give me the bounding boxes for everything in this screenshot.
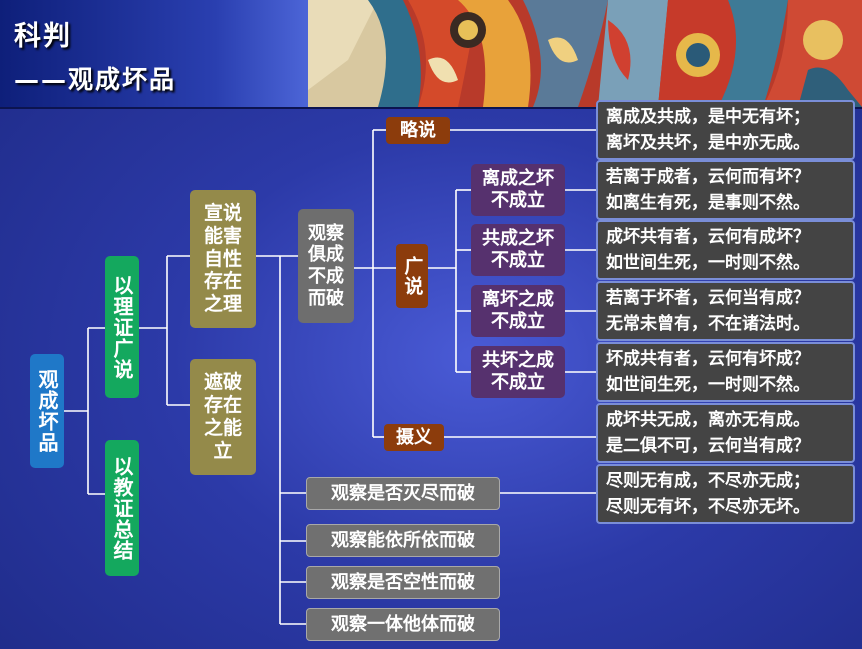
sub-node-1: 离成之坏不成立 — [471, 164, 565, 216]
verse-line: 成坏共无成，离亦无有成。 — [606, 410, 810, 430]
verse-line: 如离生有死，是事则不然。 — [606, 193, 810, 213]
thangka-painting-image — [308, 0, 862, 107]
verse-line: 如世间生死，一时则不然。 — [606, 375, 810, 395]
verse-line: 若离于成者，云何而有坏？ — [606, 167, 810, 187]
sub-node-3: 离坏之成不成立 — [471, 285, 565, 337]
sub-node-2: 共成之坏不成立 — [471, 224, 565, 276]
verse-box-1: 离成及共成，是中无有坏； 离坏及共坏，是中亦无成。 — [596, 100, 855, 160]
verse-line: 离成及共成，是中无有坏； — [606, 107, 810, 127]
scripture-branch-node: 以教证总结 — [105, 440, 139, 576]
brief-node: 略说 — [386, 117, 450, 144]
refute-node: 遮破存在之能立 — [190, 359, 256, 475]
summary-node: 摄义 — [384, 424, 444, 451]
verse-line: 成坏共有者，云何有成坏？ — [606, 227, 810, 247]
verse-line: 离坏及共坏，是中亦无成。 — [606, 133, 810, 153]
reason-branch-node: 以理证广说 — [105, 256, 139, 398]
verse-box-7: 尽则无有成，不尽亦无成； 尽则无有坏，不尽亦无坏。 — [596, 464, 855, 524]
examine-together-node: 观察俱成不成而破 — [298, 209, 354, 323]
verse-line: 坏成共有者，云何有坏成？ — [606, 349, 810, 369]
verse-line: 尽则无有成，不尽亦无成； — [606, 471, 810, 491]
page-title: 科判 — [14, 21, 72, 52]
other-node-3: 观察是否空性而破 — [306, 566, 500, 599]
other-node-1: 观察是否灭尽而破 — [306, 477, 500, 510]
establish-node: 宣说能害自性存在之理 — [190, 190, 256, 328]
header-divider — [0, 107, 862, 109]
verse-line: 若离于坏者，云何当有成？ — [606, 288, 810, 308]
verse-box-3: 成坏共有者，云何有成坏？ 如世间生死，一时则不然。 — [596, 220, 855, 280]
verse-line: 如世间生死，一时则不然。 — [606, 253, 810, 273]
sub-node-4: 共坏之成不成立 — [471, 346, 565, 398]
verse-line: 无常未曾有，不在诸法时。 — [606, 314, 810, 334]
verse-box-6: 成坏共无成，离亦无有成。 是二俱不可，云何当有成？ — [596, 403, 855, 463]
root-node: 观成坏品 — [30, 354, 64, 468]
verse-box-2: 若离于成者，云何而有坏？ 如离生有死，是事则不然。 — [596, 160, 855, 220]
other-node-2: 观察能依所依而破 — [306, 524, 500, 557]
extensive-node: 广说 — [396, 244, 428, 308]
verse-line: 是二俱不可，云何当有成？ — [606, 436, 810, 456]
other-node-4: 观察一体他体而破 — [306, 608, 500, 641]
page-subtitle: ——观成坏品 — [14, 65, 177, 94]
verse-line: 尽则无有坏，不尽亦无坏。 — [606, 497, 810, 517]
verse-box-5: 坏成共有者，云何有坏成？ 如世间生死，一时则不然。 — [596, 342, 855, 402]
verse-box-4: 若离于坏者，云何当有成？ 无常未曾有，不在诸法时。 — [596, 281, 855, 341]
